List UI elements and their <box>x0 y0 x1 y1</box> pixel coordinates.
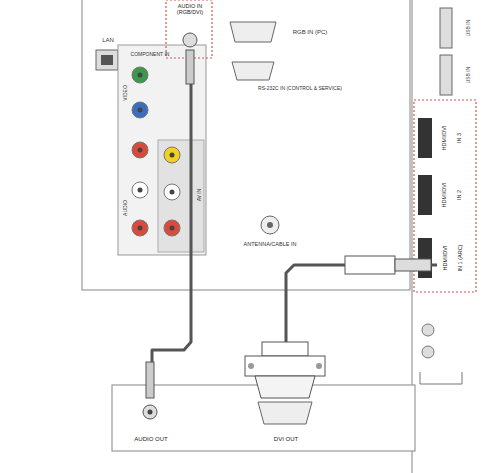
jack-centre <box>138 108 143 113</box>
jack-centre <box>170 190 175 195</box>
jack-centre <box>138 188 143 193</box>
jack-centre <box>170 226 175 231</box>
antenna-jack <box>261 216 279 234</box>
audio-in-jack <box>183 33 197 47</box>
dvi-screw <box>316 363 322 369</box>
jack-red <box>164 220 180 236</box>
dvi-plug-boot <box>262 342 308 356</box>
jack-white <box>164 184 180 200</box>
av-input-block <box>118 45 206 255</box>
lan-port <box>96 50 118 70</box>
bracket <box>420 372 462 384</box>
jack-red <box>132 142 148 158</box>
connector-label: IN 3 <box>457 133 463 143</box>
jack-centre <box>138 148 143 153</box>
jack-white <box>132 182 148 198</box>
cable <box>152 56 191 398</box>
port-label-box: AUDIO OUT <box>118 398 184 444</box>
hdmi-plug <box>345 256 395 274</box>
connector-label: IN 2 <box>457 190 463 200</box>
jack-centre <box>138 226 143 231</box>
side-jack <box>422 324 434 336</box>
usb-port <box>440 8 452 48</box>
dvi-screw <box>248 363 254 369</box>
connector-label: USB IN <box>466 20 471 37</box>
side-panel <box>412 0 484 473</box>
connector-label: RGB IN (PC) <box>293 29 328 35</box>
jack-centre <box>170 153 175 158</box>
jack-centres <box>138 73 175 231</box>
port-label: HDMI/DVI <box>442 246 448 271</box>
side-jack <box>422 346 434 358</box>
connector-label: VIDEO <box>123 85 128 101</box>
av-in-strip <box>158 140 204 252</box>
lan-socket <box>101 55 113 65</box>
antenna-pin <box>267 222 273 228</box>
hdmi-port <box>418 175 432 215</box>
port-label: DVI OUT <box>274 436 298 443</box>
connector-label: COMPONENT IN <box>131 52 170 57</box>
rs232c-connector <box>232 62 274 80</box>
audio-out-jack <box>143 405 157 419</box>
connector-label: LAN <box>102 37 114 43</box>
hdmi-plug-tip <box>395 259 431 271</box>
jack-centre <box>138 73 143 78</box>
dvi-out-port <box>258 402 312 424</box>
connector-label: USB IN <box>466 67 471 84</box>
jack-yellow <box>164 147 180 163</box>
connector-label: HDMI/DVI <box>442 126 448 151</box>
connector-label: AV IN <box>197 189 202 202</box>
highlight-outline <box>166 0 212 58</box>
jack-red <box>132 220 148 236</box>
audio-plug <box>146 362 154 398</box>
port-label-box: AUDIO IN (RGB/DVI) <box>168 2 212 56</box>
port-label-box: DVI OUT <box>250 398 322 444</box>
rgb-in-connector <box>230 22 276 42</box>
component-jacks <box>132 67 180 236</box>
connector-label: HDMI/DVI <box>442 183 448 208</box>
audio-plug <box>186 50 194 84</box>
connector-label: ANTENNA/CABLE IN <box>244 242 297 248</box>
hdmi-port <box>418 238 432 278</box>
jack-centre <box>148 410 153 415</box>
jack-blue <box>132 102 148 118</box>
port-label: IN 1 (ARC) <box>457 245 463 272</box>
usb-port <box>440 55 452 95</box>
port-label-box: HDMI/DVI IN 1 (ARC) <box>437 228 469 288</box>
connector-label: AUDIO <box>123 200 128 216</box>
connector-label: RS-232C IN (CONTROL & SERVICE) <box>258 86 342 91</box>
rear-panel <box>82 0 410 290</box>
dvi-plug <box>245 356 325 376</box>
hdmi-port <box>418 118 432 158</box>
jack-green <box>132 67 148 83</box>
dvi-plug-head <box>255 376 315 398</box>
port-label: AUDIO OUT <box>134 436 167 443</box>
port-label: AUDIO IN (RGB/DVI) <box>169 3 211 15</box>
